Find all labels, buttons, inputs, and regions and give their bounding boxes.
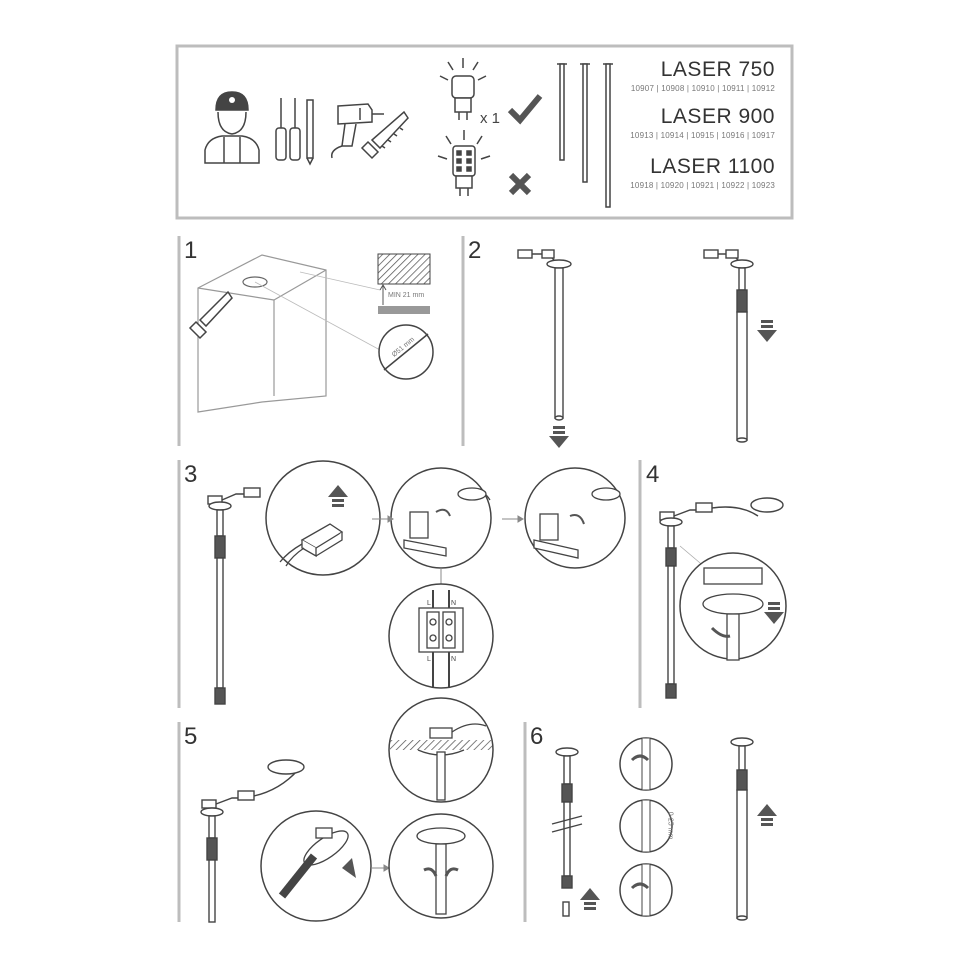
arrow-down-icon <box>549 426 569 448</box>
bulb-quantity: x 1 <box>480 110 501 127</box>
model-laser-1100: LASER 1100 10918 | 10920 | 10921 | 10922… <box>630 155 775 190</box>
terminal-n-top: N <box>451 600 456 607</box>
step-number-3: 3 <box>184 461 198 488</box>
connector-open <box>403 487 491 557</box>
step5-ceiling <box>390 723 492 801</box>
ceiling-board <box>378 306 430 314</box>
step3-detail-driver <box>265 460 381 576</box>
model-codes: 10913 | 10914 | 10915 | 10916 | 10917 <box>630 131 775 140</box>
driver-box <box>279 523 344 567</box>
step1-saw-icon <box>188 290 233 340</box>
step5-spring <box>416 827 466 915</box>
rod-lengths <box>557 63 613 208</box>
step6-rod-right <box>730 737 754 921</box>
connector-closed <box>533 487 621 559</box>
terminal-block <box>418 590 464 688</box>
step-number-2: 2 <box>468 237 482 264</box>
arrow-up-icon <box>580 888 600 910</box>
model-laser-750: LASER 750 10907 | 10908 | 10910 | 10911 … <box>631 58 775 93</box>
model-laser-900: LASER 900 10913 | 10914 | 10915 | 10916 … <box>630 105 775 140</box>
step1-ceiling-drawing <box>197 254 381 413</box>
step-number-1: 1 <box>184 237 198 264</box>
ceiling-section <box>377 253 431 285</box>
step-number-6: 6 <box>530 723 544 750</box>
step5-rod <box>200 759 305 923</box>
terminal-l-bottom: L <box>427 656 431 663</box>
model-codes: 10918 | 10920 | 10921 | 10922 | 10923 <box>630 181 775 190</box>
step2-rod-left <box>517 249 572 421</box>
arrow-up-icon <box>342 858 356 878</box>
bulb-icon <box>439 58 487 120</box>
adjust-range-label: 0-25 mm <box>666 811 674 840</box>
step3-rod <box>207 487 261 705</box>
terminal-l-top: L <box>427 600 431 607</box>
step6-rod-left <box>551 747 583 917</box>
model-name: LASER 750 <box>660 58 775 81</box>
model-name: LASER 900 <box>660 105 775 128</box>
step-number-5: 5 <box>184 723 198 750</box>
hole-detail-circle <box>378 324 434 380</box>
installer-icon <box>204 91 260 164</box>
screwdriver-icon <box>275 98 314 166</box>
arrow-up-icon <box>757 804 777 826</box>
check-icon <box>507 94 543 125</box>
step4-mount <box>702 567 764 661</box>
step6-details <box>619 737 673 917</box>
section-dividers <box>177 236 642 922</box>
depth-marker <box>379 284 387 305</box>
drill-icon <box>330 103 384 159</box>
cross-icon <box>508 172 532 196</box>
step5-insert <box>278 827 349 899</box>
flow-arrow-5 <box>372 864 390 872</box>
min-depth-label: MIN 21 mm <box>388 292 425 299</box>
step2-rod-right <box>703 249 754 443</box>
flow-arrows <box>372 515 524 584</box>
step-number-4: 4 <box>646 461 660 488</box>
saw-icon <box>360 110 409 160</box>
model-name: LASER 1100 <box>650 155 775 178</box>
model-codes: 10907 | 10908 | 10910 | 10911 | 10912 <box>630 84 775 93</box>
arrow-down-icon <box>757 320 777 342</box>
step4-rod <box>659 497 784 699</box>
terminal-n-bottom: N <box>451 656 456 663</box>
led-bulb-icon <box>437 130 491 196</box>
